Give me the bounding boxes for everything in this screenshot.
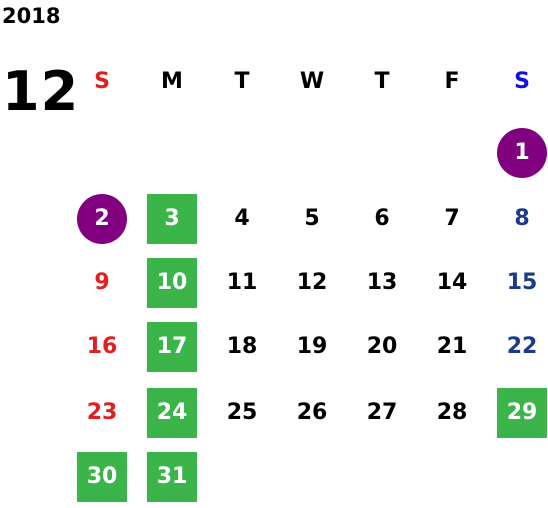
day-number: 12 — [296, 270, 328, 295]
day-number: 4 — [234, 206, 250, 231]
day-number: 30 — [77, 452, 127, 502]
day-cell-8[interactable]: 8 — [487, 194, 548, 244]
week-row: 9 10 11 12 13 14 15 — [67, 258, 548, 314]
day-cell-31[interactable]: 31 — [137, 452, 207, 502]
day-number: 9 — [94, 270, 110, 295]
day-number: 14 — [436, 270, 468, 295]
day-cell-24[interactable]: 24 — [137, 388, 207, 438]
month-number: 12 — [2, 60, 80, 123]
day-number: 1 — [497, 128, 547, 178]
day-number: 5 — [304, 206, 320, 231]
day-cell-4[interactable]: 4 — [207, 194, 277, 244]
day-cell-13[interactable]: 13 — [347, 258, 417, 308]
day-number: 27 — [366, 400, 398, 425]
day-number: 20 — [366, 334, 398, 359]
weekday-wed: W — [299, 69, 325, 94]
day-number: 18 — [226, 334, 258, 359]
day-cell-14[interactable]: 14 — [417, 258, 487, 308]
day-number: 8 — [514, 206, 530, 231]
day-number: 31 — [147, 452, 197, 502]
day-cell-27[interactable]: 27 — [347, 388, 417, 438]
day-cell-5[interactable]: 5 — [277, 194, 347, 244]
day-cell-15[interactable]: 15 — [487, 258, 548, 308]
day-number: 22 — [506, 334, 538, 359]
weekday-tue: T — [234, 69, 250, 94]
day-number: 10 — [147, 258, 197, 308]
day-cell-20[interactable]: 20 — [347, 322, 417, 372]
day-cell-23[interactable]: 23 — [67, 388, 137, 438]
day-number: 24 — [147, 388, 197, 438]
day-number: 13 — [366, 270, 398, 295]
day-cell-29[interactable]: 29 — [487, 388, 548, 438]
day-cell-28[interactable]: 28 — [417, 388, 487, 438]
week-row: 16 17 18 19 20 21 22 — [67, 322, 548, 378]
weekday-sun: S — [94, 69, 110, 94]
week-row: 1 — [67, 128, 548, 184]
year-label: 2018 — [2, 4, 61, 28]
day-number: 16 — [86, 334, 118, 359]
day-cell-21[interactable]: 21 — [417, 322, 487, 372]
day-cell-3[interactable]: 3 — [137, 194, 207, 244]
day-cell-1[interactable]: 1 — [487, 128, 548, 178]
day-cell-9[interactable]: 9 — [67, 258, 137, 308]
day-cell-18[interactable]: 18 — [207, 322, 277, 372]
day-cell-11[interactable]: 11 — [207, 258, 277, 308]
day-cell-30[interactable]: 30 — [67, 452, 137, 502]
day-number: 2 — [77, 194, 127, 244]
week-row: 23 24 25 26 27 28 29 — [67, 388, 548, 444]
day-cell-25[interactable]: 25 — [207, 388, 277, 438]
weekday-mon: M — [161, 69, 183, 94]
day-number: 3 — [147, 194, 197, 244]
day-number: 23 — [86, 400, 118, 425]
day-number: 28 — [436, 400, 468, 425]
weekday-sat: S — [514, 69, 530, 94]
day-cell-7[interactable]: 7 — [417, 194, 487, 244]
day-cell-26[interactable]: 26 — [277, 388, 347, 438]
day-number: 7 — [444, 206, 460, 231]
day-number: 6 — [374, 206, 390, 231]
weekday-header-row: S M T W T F S — [67, 64, 548, 98]
day-number: 29 — [497, 388, 547, 438]
day-cell-22[interactable]: 22 — [487, 322, 548, 372]
weekday-thu: T — [374, 69, 390, 94]
day-number: 25 — [226, 400, 258, 425]
day-cell-19[interactable]: 19 — [277, 322, 347, 372]
day-number: 17 — [147, 322, 197, 372]
day-cell-10[interactable]: 10 — [137, 258, 207, 308]
day-cell-12[interactable]: 12 — [277, 258, 347, 308]
weekday-fri: F — [444, 69, 460, 94]
day-cell-17[interactable]: 17 — [137, 322, 207, 372]
day-cell-16[interactable]: 16 — [67, 322, 137, 372]
day-number: 11 — [226, 270, 258, 295]
day-number: 26 — [296, 400, 328, 425]
day-number: 15 — [506, 270, 538, 295]
day-cell-2[interactable]: 2 — [67, 194, 137, 244]
week-row: 30 31 — [67, 452, 548, 508]
day-cell-6[interactable]: 6 — [347, 194, 417, 244]
day-number: 21 — [436, 334, 468, 359]
day-number: 19 — [296, 334, 328, 359]
